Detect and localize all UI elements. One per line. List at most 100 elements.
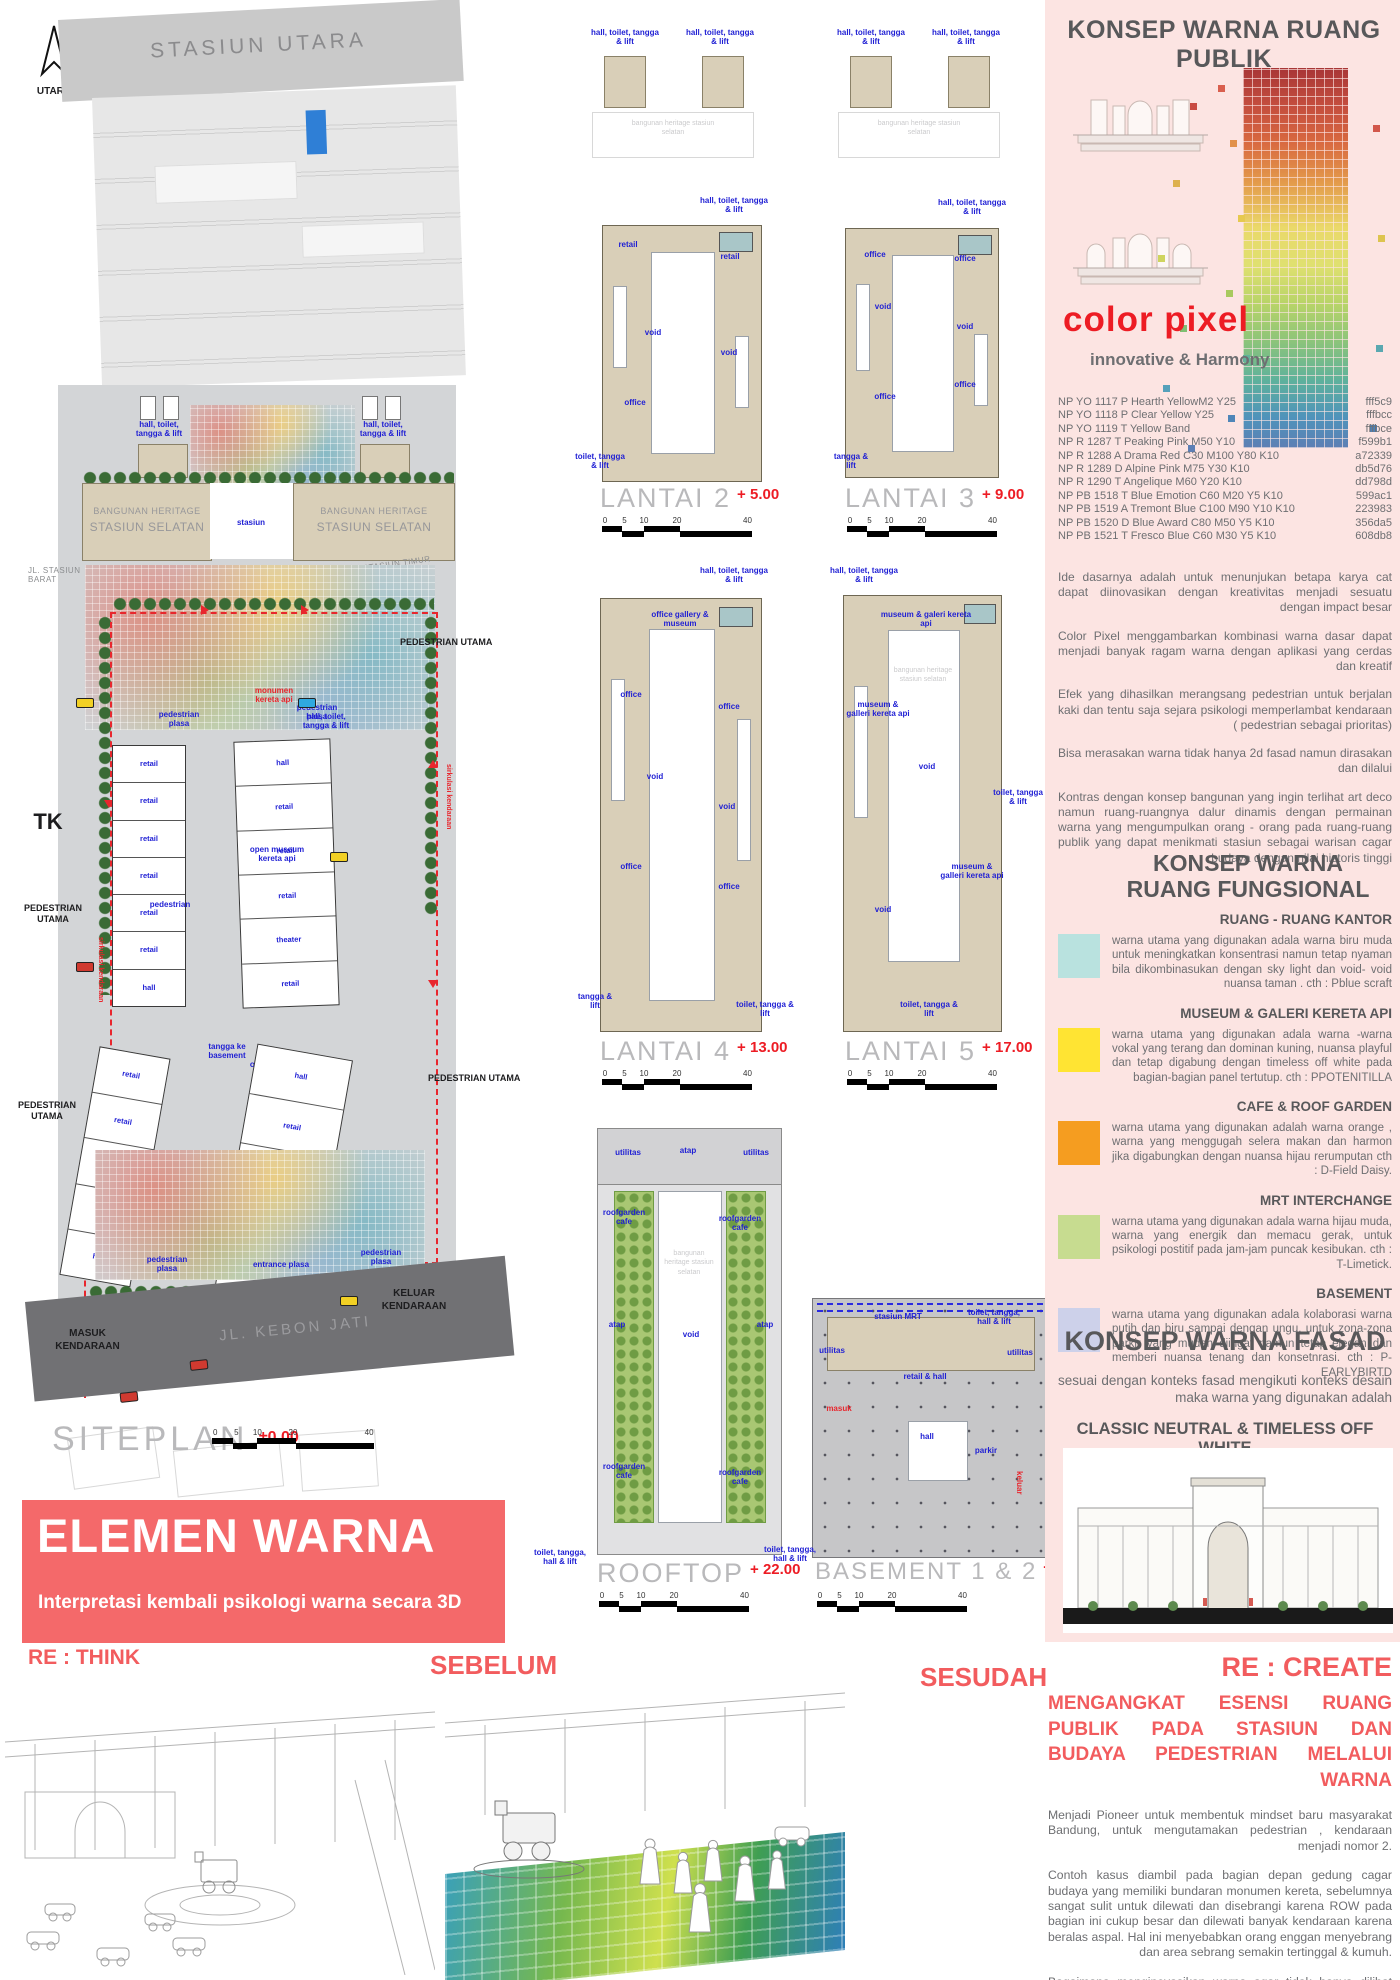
tangga-basement-label: tangga ke basement	[208, 1042, 246, 1061]
swatch-mrt	[1058, 1214, 1100, 1259]
void-slot	[974, 334, 988, 406]
tree-row	[82, 470, 454, 486]
room-label: toilet, tangga, hall & lift	[534, 1548, 586, 1567]
plasa-label: pedestrian plasa	[158, 710, 200, 729]
room-label: roofgarden cafe	[718, 1214, 762, 1233]
stair-block	[850, 56, 892, 108]
heritage-outline: bangunan heritage stasiun selatan	[592, 112, 754, 158]
swatch-museum	[1058, 1027, 1100, 1072]
pedestrian-label: pedestrian	[149, 900, 191, 909]
room-label: hall	[142, 982, 156, 992]
room-label: void	[682, 1330, 700, 1339]
heritage-outline: bangunan heritage stasiun selatan	[838, 112, 1000, 158]
brand-title: color pixel	[1063, 300, 1250, 339]
pixel-plaza	[85, 565, 435, 730]
section-text: warna utama yang digunakan adalah warna …	[1112, 1122, 1392, 1178]
void-area	[892, 255, 954, 452]
retail-building: retail retail retail retail retail retai…	[112, 745, 186, 1007]
monumen-label: monumen kereta api	[254, 686, 294, 705]
room-label: retail	[278, 890, 297, 900]
room-label: retail	[140, 870, 158, 880]
tk-label: TK	[33, 809, 63, 834]
car-icon	[189, 1359, 209, 1371]
void-area	[651, 252, 715, 454]
room-label: hall, toilet, tangga & lift	[836, 28, 905, 47]
void-slot	[735, 336, 749, 408]
car-icon	[330, 852, 348, 862]
room-label: retail	[140, 945, 158, 955]
room-label: retail	[113, 1114, 133, 1127]
sesudah-label: SESUDAH	[920, 1662, 1048, 1692]
room-label: museum & galleri kereta api	[940, 862, 1004, 881]
paragraph: Efek yang dihasilkan merangsang pedestri…	[1058, 687, 1392, 732]
recreate-headline: MENGANGKAT ESENSI RUANG PUBLIK PADA STAS…	[1048, 1693, 1392, 1791]
section-row: warna utama yang digunakan adala warna -…	[1058, 1027, 1392, 1086]
pedestrian-utama-label: PEDESTRIAN UTAMA	[17, 1100, 76, 1122]
room-label: void	[918, 762, 936, 771]
plan-title-lantai5: LANTAI 5+ 17.00	[845, 1036, 1033, 1066]
room-label: void	[874, 905, 892, 914]
pedestrian-utama-label: PEDESTRIAN UTAMA	[428, 1073, 521, 1083]
room-label: roofgarden cafe	[602, 1462, 646, 1481]
station-marker	[305, 109, 328, 155]
room-label: toilet, tangga, hall & lift	[764, 1545, 816, 1564]
room-label: hall, toilet, tangga & lift	[685, 28, 754, 47]
void-area	[888, 630, 960, 962]
paragraph: Bisa merasakan warna tidak hanya 2d fasa…	[1058, 746, 1392, 776]
fungsional-title-line2: RUANG FUNGSIONAL	[1126, 876, 1370, 903]
plasa-label: entrance plasa	[252, 1260, 310, 1269]
plan-title-lantai4: LANTAI 4+ 13.00	[600, 1036, 788, 1066]
elemen-warna-banner: ELEMEN WARNA Interpretasi kembali psikol…	[22, 1500, 505, 1643]
section-drawing	[1073, 233, 1208, 285]
recreate-paragraph: Contoh kasus diambil pada bagian depan g…	[1048, 1868, 1392, 1960]
room-label: hall, toilet, tangga & lift	[938, 198, 1007, 217]
room-label: void	[644, 328, 662, 337]
section-row: warna utama yang digunakan adala warna h…	[1058, 1214, 1392, 1273]
plan-title-lantai3: LANTAI 3+ 9.00	[845, 483, 1025, 513]
floorplan-lantai3	[845, 228, 999, 478]
section-row: warna utama yang digunakan adalah warna …	[1058, 1121, 1392, 1179]
banner-title: ELEMEN WARNA	[37, 1509, 436, 1562]
room-label: retail	[720, 252, 740, 261]
plasa-label: pedestrian plasa	[146, 1255, 188, 1274]
mrt-platform-line	[817, 1303, 1043, 1305]
room-label: hall	[293, 1071, 309, 1083]
fasad-title: KONSEP WARNA FASAD	[1064, 1326, 1386, 1356]
sirkulasi-label: sirkulasi kendaraan	[445, 764, 452, 830]
floorplan-basement	[812, 1298, 1049, 1558]
room-label: retail	[275, 801, 294, 812]
sirkulasi-label: sirkulasi kendaraan	[97, 937, 104, 1003]
ghost-label: bangunan heritage stasiun selatan	[893, 667, 953, 684]
retail-building: hall retail retail retail theater retail	[233, 738, 340, 1009]
heritage-building-right: BANGUNAN HERITAGE STASIUN SELATAN	[293, 483, 455, 561]
pixel-scatter	[1218, 85, 1225, 92]
room-label: hall, toilet, tangga & lift	[359, 420, 407, 439]
rethink-label: RE : THINK	[28, 1646, 140, 1669]
section-text: warna utama yang digunakan adala warna h…	[1112, 1215, 1392, 1271]
car-icon	[76, 962, 94, 972]
platform	[301, 221, 425, 258]
room-label: museum & galleri kereta api	[846, 700, 910, 719]
room-label: hall, toilet, tangga & lift	[590, 28, 659, 47]
ghost-label: bangunan heritage stasiun selatan	[664, 1250, 714, 1276]
room-label: stasiun MRT	[874, 1312, 922, 1321]
room-label: retail	[140, 759, 158, 769]
north-label: UTARA	[36, 86, 72, 97]
void-slot	[737, 719, 751, 861]
room-label: hall, toilet, tangga & lift	[931, 28, 1000, 47]
open-museum-label: open museum kereta api	[249, 845, 305, 864]
tree-row	[112, 596, 434, 611]
ghost-label: bangunan heritage stasiun selatan	[631, 120, 715, 137]
section-drawing	[1073, 99, 1208, 152]
palette-row: NP PB 1518 T Blue Emotion C60 M20 Y5 K10…	[1058, 489, 1392, 502]
keluar-label: KELUAR KENDARAAN	[381, 1288, 447, 1312]
